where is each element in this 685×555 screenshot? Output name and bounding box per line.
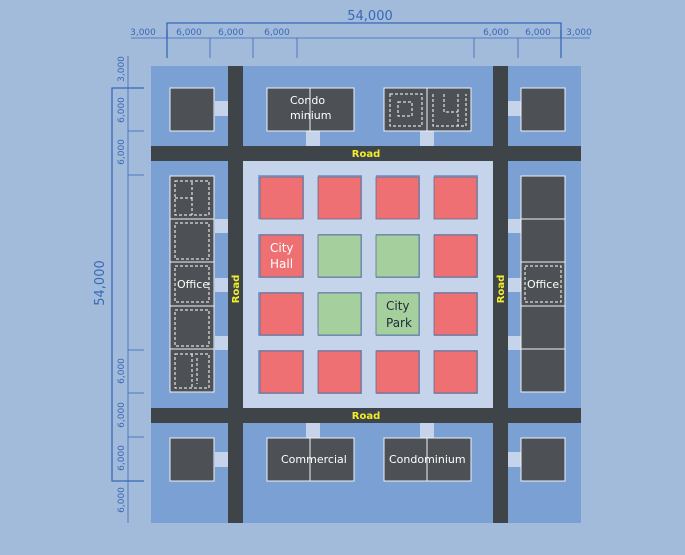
left-dim-1: 3,000 <box>117 56 127 82</box>
building <box>520 437 566 482</box>
left-dim-5: 6,000 <box>117 402 127 428</box>
path-segment <box>306 131 320 146</box>
inner-paths <box>243 161 493 409</box>
road-label-right: Road <box>496 275 507 303</box>
path-segment <box>420 131 434 146</box>
building <box>520 87 566 132</box>
block-red <box>259 350 304 394</box>
top-dim-4: 6,000 <box>264 28 290 38</box>
top-dim-2: 6,000 <box>176 28 202 38</box>
path-segment <box>215 101 229 116</box>
road-label-bottom: Road <box>352 411 380 422</box>
left-dim-4: 6,000 <box>117 358 127 384</box>
path-segment <box>215 452 229 467</box>
road-label-left: Road <box>231 275 242 303</box>
block-red <box>259 176 304 220</box>
path-segment <box>507 452 521 467</box>
block-green <box>375 234 420 278</box>
block-red <box>433 292 478 336</box>
total-height-label: 54,000 <box>93 260 108 306</box>
condo-label-line1: Condo <box>290 94 325 107</box>
path-col <box>304 161 318 409</box>
path-segment <box>507 101 521 116</box>
city-hall-label-line1: City <box>270 241 294 255</box>
block-red <box>375 176 420 220</box>
city-park-label-line2: Park <box>386 316 412 330</box>
building-dividers <box>170 88 565 481</box>
buildings <box>169 87 566 482</box>
block-red <box>317 176 362 220</box>
top-dim-1: 3,000 <box>130 28 156 38</box>
left-dimension <box>111 56 144 523</box>
condominium-label: Condominium <box>389 453 466 466</box>
top-dimension <box>131 22 590 58</box>
block-city-hall <box>259 234 304 278</box>
road-horizontal-top <box>151 146 581 161</box>
building-office-right <box>520 175 566 393</box>
block-red <box>317 350 362 394</box>
block-city-park <box>375 292 420 336</box>
path-col <box>243 161 258 409</box>
block-green <box>317 234 362 278</box>
top-dim-5: 6,000 <box>483 28 509 38</box>
block-green <box>317 292 362 336</box>
building-office-left <box>169 175 215 393</box>
top-dim-3: 6,000 <box>218 28 244 38</box>
building <box>169 87 215 132</box>
office-right-label: Office <box>527 278 559 291</box>
path-segment <box>306 423 320 438</box>
block-red <box>375 350 420 394</box>
condo-label-line2: minium <box>290 109 332 122</box>
block-red <box>433 176 478 220</box>
road-horizontal-bottom <box>151 408 581 423</box>
left-dim-3: 6,000 <box>117 139 127 165</box>
left-dim-7: 6,000 <box>117 487 127 513</box>
city-park-label-line1: City <box>386 299 410 313</box>
roads <box>151 66 581 523</box>
left-dim-6: 6,000 <box>117 445 127 471</box>
block-red <box>433 350 478 394</box>
dashed-outlines <box>174 93 562 389</box>
left-dim-2: 6,000 <box>117 97 127 123</box>
road-label-top: Road <box>352 149 380 160</box>
city-hall-label-line2: Hall <box>270 257 293 271</box>
block-red <box>433 234 478 278</box>
building <box>169 437 215 482</box>
top-dim-7: 3,000 <box>566 28 592 38</box>
office-left-label: Office <box>177 278 209 291</box>
path-col <box>362 161 376 409</box>
total-width-label: 54,000 <box>347 9 393 24</box>
block-red <box>259 292 304 336</box>
commercial-label: Commercial <box>281 453 347 466</box>
top-dim-6: 6,000 <box>525 28 551 38</box>
path-col <box>478 161 493 409</box>
city-blocks <box>259 176 478 394</box>
path-segment <box>420 423 434 438</box>
path-col <box>420 161 434 409</box>
